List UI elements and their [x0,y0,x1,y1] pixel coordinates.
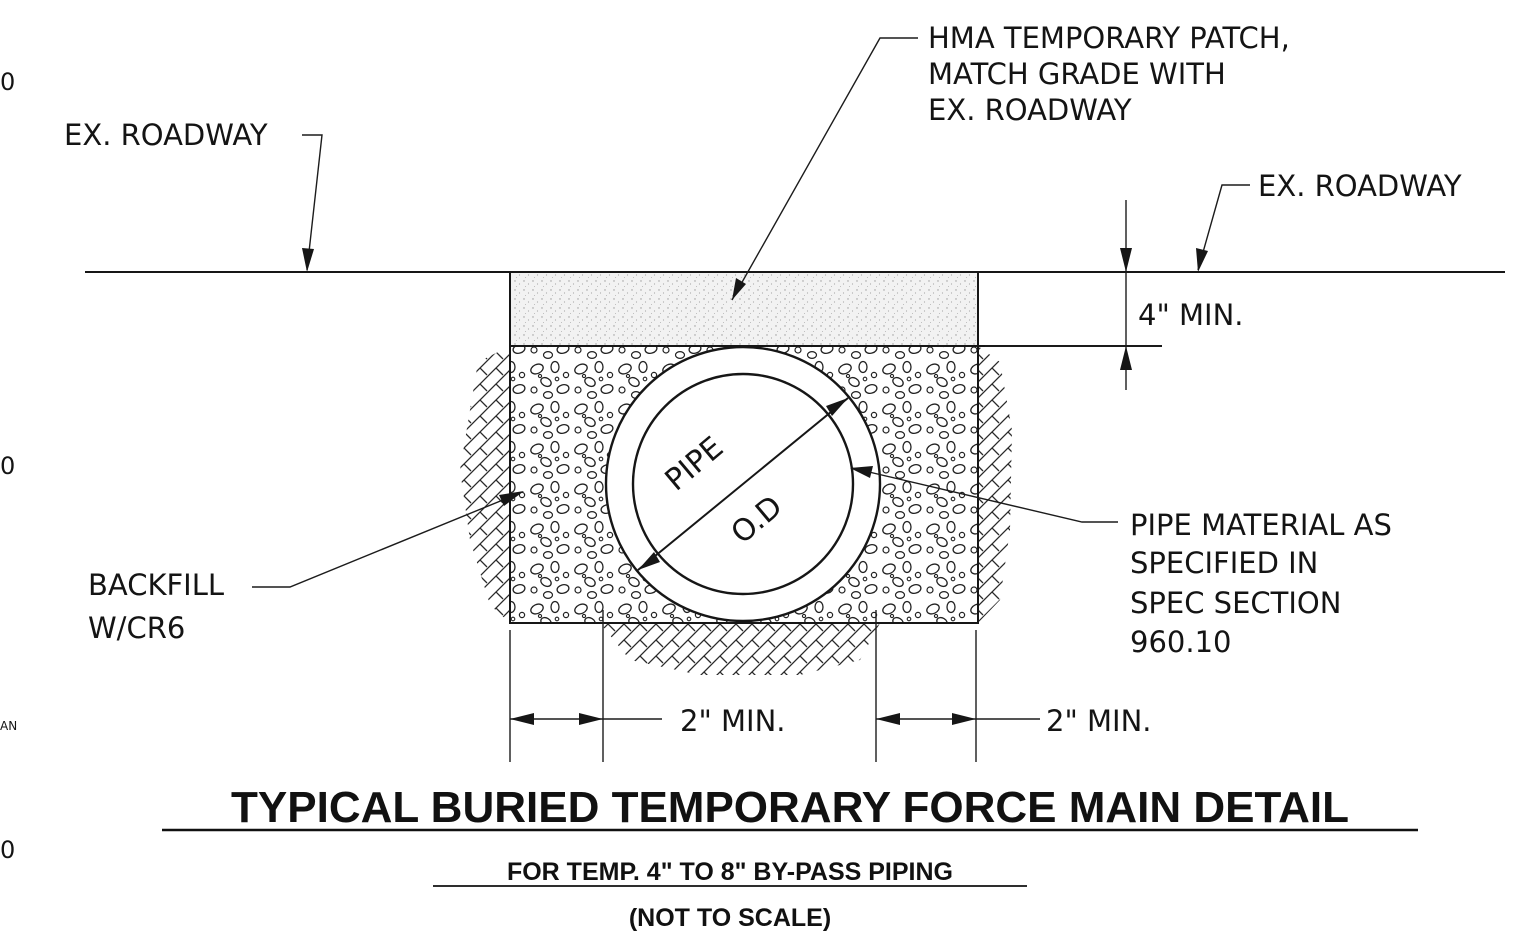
hma-label-line: MATCH GRADE WITH [928,57,1226,91]
od-dimension-line [637,397,849,571]
pipe-material-arrow [850,466,873,478]
backfill-label-line: W/CR6 [88,611,185,645]
hma-leader-arrow [732,278,746,300]
pipe-material-label: PIPE MATERIAL AS SPECIFIED IN SPEC SECTI… [1130,508,1392,659]
min-cover-label: 4" MIN. [1138,298,1244,332]
margin-mark: 0 [0,68,15,96]
backfill-leader [252,492,521,588]
hma-leader [731,37,918,301]
pipe-material-line: SPEC SECTION [1130,586,1341,620]
ex-roadway-left-leader [302,134,323,271]
ex-roadway-left-label: EX. ROADWAY [64,118,268,152]
hma-label-line: EX. ROADWAY [928,93,1132,127]
margin-mark: AN [0,719,17,733]
ex-roadway-right-arrow [1196,248,1208,272]
pipe-material-leader [851,467,1118,523]
scale-note: (NOT TO SCALE) [629,904,831,932]
clearance-right-label: 2" MIN. [1046,704,1152,738]
ex-roadway-right-leader [1197,184,1250,271]
backfill-leader-arrow [499,491,524,506]
margin-mark: 0 [0,836,15,864]
clearance-left-label: 2" MIN. [680,704,786,738]
cover-dimension: 4" MIN. [985,200,1244,390]
pipe-material-line: SPECIFIED IN [1130,546,1318,580]
ex-roadway-left-arrow [302,248,314,272]
backfill-label: BACKFILL W/CR6 [88,568,224,645]
margin-mark: 0 [0,452,15,480]
detail-subtitle: FOR TEMP. 4" TO 8" BY-PASS PIPING [507,858,953,886]
clearance-dimension-left: 2" MIN. [509,610,786,762]
clearance-dimension-right: 2" MIN. [875,610,1152,762]
backfill-label-line: BACKFILL [88,568,224,602]
hma-label-line: HMA TEMPORARY PATCH, [928,21,1290,55]
pipe-material-line: PIPE MATERIAL AS [1130,508,1392,542]
ex-roadway-right-label: EX. ROADWAY [1258,169,1462,203]
native-soil-hatch [460,346,1012,675]
pipe-material-line: 960.10 [1130,625,1231,659]
detail-title: TYPICAL BURIED TEMPORARY FORCE MAIN DETA… [231,783,1349,832]
od-arrow-end [826,398,848,416]
od-arrow-start [638,552,660,570]
hma-label: HMA TEMPORARY PATCH, MATCH GRADE WITH EX… [928,21,1290,127]
margin-marks: 0 0 AN 0 [0,68,17,864]
